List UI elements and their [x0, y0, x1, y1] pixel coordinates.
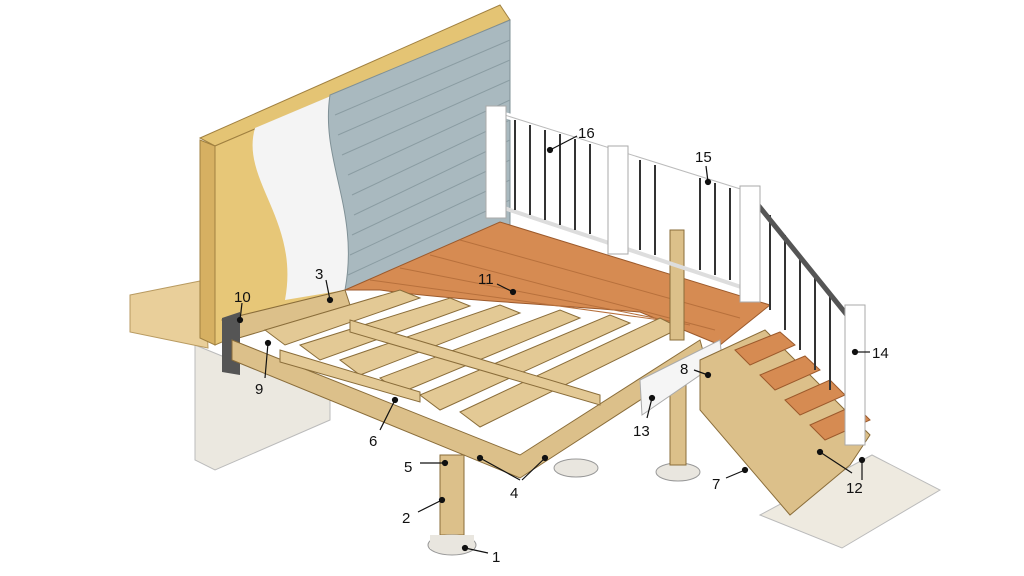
- post: [439, 454, 465, 536]
- callout-6: 6: [369, 433, 377, 450]
- leader-lines: [236, 135, 870, 554]
- footing-body: [430, 535, 474, 549]
- railing: [485, 105, 866, 446]
- callout-16: 16: [578, 125, 595, 142]
- callout-8: 8: [680, 361, 688, 378]
- railing-post: [485, 105, 507, 219]
- sill-plate: [129, 279, 209, 349]
- callout-2: 2: [402, 510, 410, 527]
- siding-lines: [334, 39, 511, 276]
- callout-15: 15: [695, 149, 712, 166]
- deck-board-lines: [369, 239, 741, 331]
- wall-edge: [199, 139, 216, 346]
- callout-9: 9: [255, 381, 263, 398]
- footing: [553, 458, 599, 478]
- callout-13: 13: [633, 423, 650, 440]
- callout-12: 12: [846, 480, 863, 497]
- footing: [655, 462, 701, 482]
- railing-post-extension: [669, 229, 685, 341]
- callout-5: 5: [404, 459, 412, 476]
- railing-post: [607, 145, 629, 255]
- callout-7: 7: [712, 476, 720, 493]
- callout-11: 11: [478, 271, 494, 288]
- floor-joists: [263, 289, 682, 428]
- callout-3: 3: [315, 266, 323, 283]
- stair-stringer: [699, 329, 871, 516]
- callout-10: 10: [234, 289, 251, 306]
- callout-4: 4: [510, 485, 518, 502]
- railing-post: [844, 304, 866, 446]
- callout-1: 1: [492, 549, 500, 566]
- railing-post: [739, 185, 761, 303]
- callout-14: 14: [872, 345, 889, 362]
